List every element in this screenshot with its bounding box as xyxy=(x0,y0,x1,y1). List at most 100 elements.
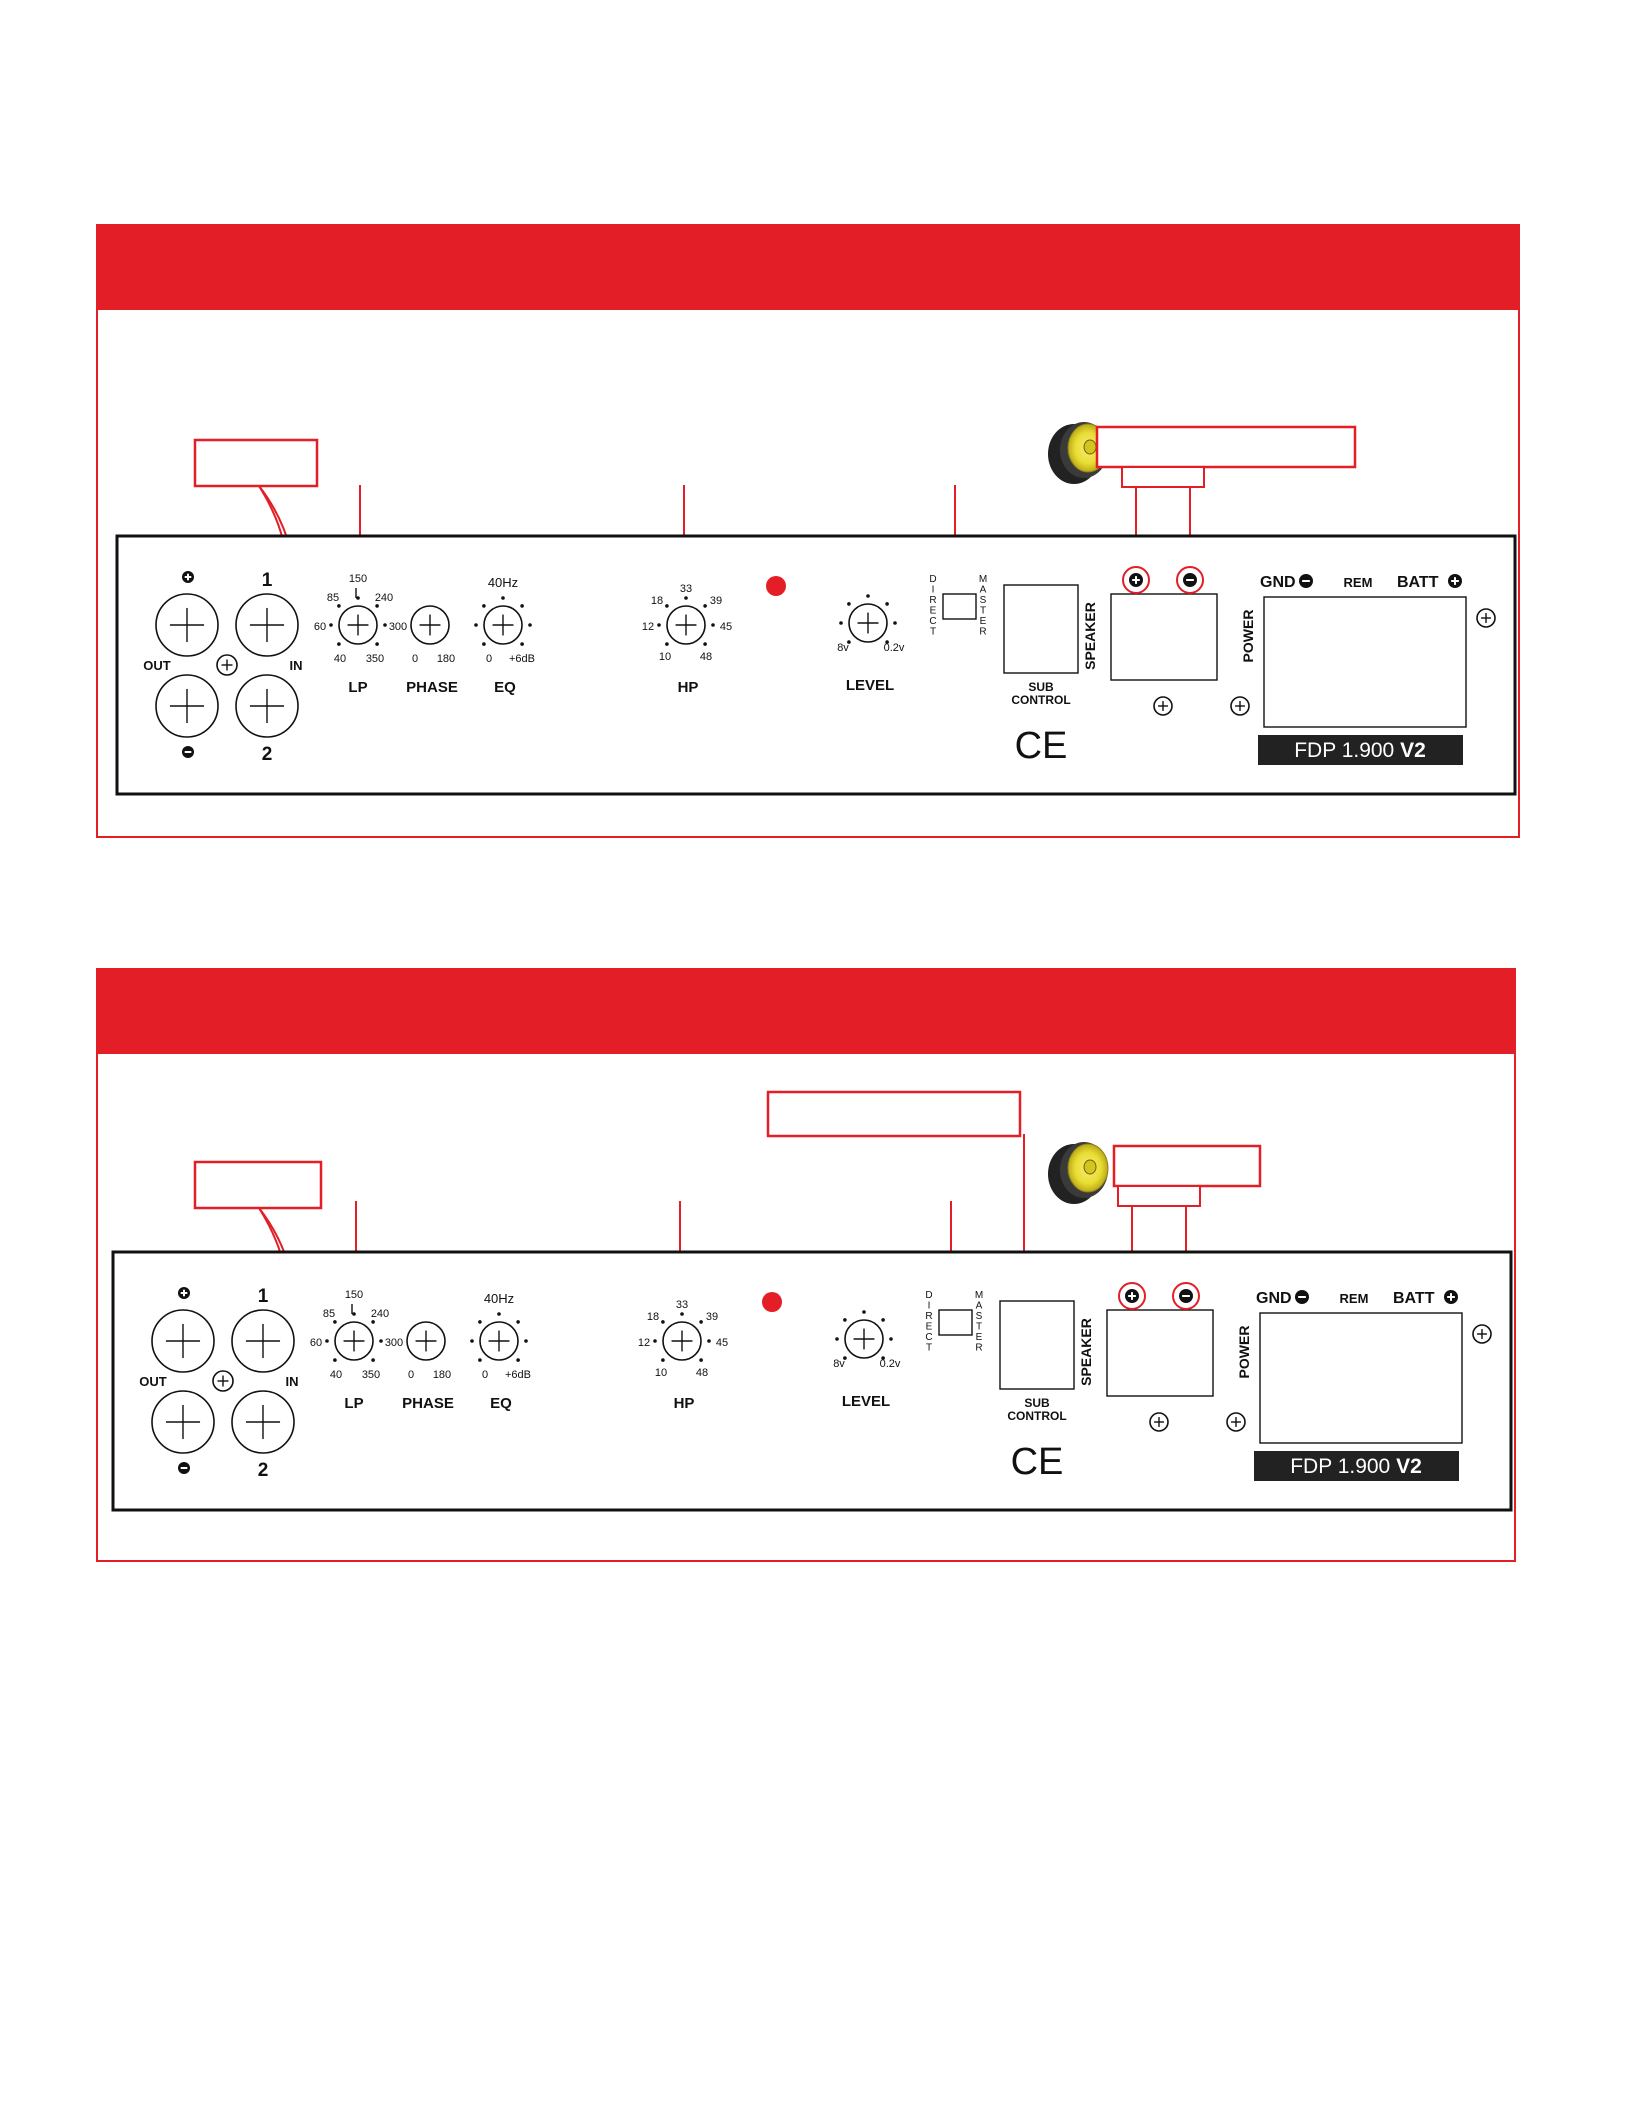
lp-tick-300: 300 xyxy=(385,1337,403,1349)
output-label: OUT xyxy=(139,1374,167,1389)
hp-scale-dot xyxy=(703,642,707,646)
eq-scale-dot xyxy=(482,642,486,646)
eq-label: EQ xyxy=(490,1395,512,1412)
hp-tick-18: 18 xyxy=(651,595,663,607)
power-led-indicator xyxy=(766,576,786,596)
lp-tick-150: 150 xyxy=(349,573,367,585)
phase-knob xyxy=(410,605,450,645)
hp-scale-dot xyxy=(684,596,688,600)
eq-scale-dot xyxy=(497,1312,501,1316)
hp-scale-dot xyxy=(703,604,707,608)
output-minus-terminal xyxy=(155,674,219,738)
lp-tick-350: 350 xyxy=(362,1369,380,1381)
phase-label: PHASE xyxy=(406,679,458,696)
level-scale-dot xyxy=(862,1310,866,1314)
eq-knob xyxy=(479,1321,519,1361)
switch-master-letter: S xyxy=(980,595,987,606)
hp-scale-dot xyxy=(657,623,661,627)
eq-scale-dot xyxy=(516,1358,520,1362)
input-label: IN xyxy=(290,658,303,673)
panel-screw-speaker xyxy=(1149,1412,1169,1432)
hp-tick-48: 48 xyxy=(700,651,712,663)
level-scale-dot xyxy=(843,1318,847,1322)
level-scale-dot xyxy=(866,594,870,598)
input-channel-1-label: 1 xyxy=(262,570,273,591)
lp-tick-40: 40 xyxy=(330,1369,342,1381)
power-terminal-label: POWER xyxy=(1240,610,1256,663)
switch-master-letter: A xyxy=(980,585,987,596)
speaker-dust-cap xyxy=(1083,1159,1097,1175)
lp-scale-dot xyxy=(325,1339,329,1343)
switch-direct-letter: I xyxy=(928,1301,931,1312)
hp-scale-dots xyxy=(657,596,715,646)
eq-scale-dot xyxy=(524,1339,528,1343)
lp-tick-85: 85 xyxy=(323,1308,335,1320)
lp-scale-dot xyxy=(371,1358,375,1362)
hp-scale-dot xyxy=(653,1339,657,1343)
speaker-terminal-block xyxy=(1110,593,1218,681)
panel-screw-middle xyxy=(1230,696,1250,716)
diagram-section-1 xyxy=(96,224,1520,838)
eq-scale-dot xyxy=(520,604,524,608)
power-terminal-block xyxy=(1263,596,1467,728)
hp-tick-45: 45 xyxy=(716,1337,728,1349)
eq-scale-dot xyxy=(482,604,486,608)
power-terminal-label: POWER xyxy=(1236,1326,1252,1379)
switch-master-letter: R xyxy=(975,1343,982,1354)
hp-scale-dot xyxy=(665,604,669,608)
input-channel-2-label: 2 xyxy=(262,744,273,765)
lp-tick-40: 40 xyxy=(334,653,346,665)
lp-scale-dot xyxy=(333,1358,337,1362)
level-scale-dot xyxy=(835,1337,839,1341)
speaker-minus-symbol xyxy=(1179,1289,1193,1303)
batt-plus-symbol xyxy=(1448,574,1462,588)
hp-scale-dot xyxy=(680,1312,684,1316)
lp-label: LP xyxy=(344,1395,363,1412)
lp-scale-dot xyxy=(375,604,379,608)
hp-tick-10: 10 xyxy=(655,1367,667,1379)
sub-control-callout-box xyxy=(766,1090,1022,1138)
switch-master-letter: E xyxy=(976,1332,983,1343)
eq-scale-dot xyxy=(470,1339,474,1343)
switch-direct-letter: R xyxy=(925,1311,932,1322)
switch-master-letter: S xyxy=(976,1311,983,1322)
output-plus-symbol xyxy=(182,571,194,583)
output-label: OUT xyxy=(143,658,171,673)
lp-scale-dots xyxy=(329,596,387,646)
eq-tick-6db: +6dB xyxy=(509,653,535,665)
input-channel-1-label: 1 xyxy=(258,1286,269,1307)
switch-master-letter: T xyxy=(980,606,986,617)
output-plus-symbol xyxy=(178,1287,190,1299)
model-name-prefix: FDP 1.900 xyxy=(1290,1455,1396,1478)
hp-scale-dot xyxy=(665,642,669,646)
eq-knob xyxy=(483,605,523,645)
panel-screw-middle xyxy=(1226,1412,1246,1432)
hp-scale-dot xyxy=(707,1339,711,1343)
switch-direct-letter: E xyxy=(930,606,937,617)
lp-scale-dot xyxy=(337,604,341,608)
panel-screw-speaker xyxy=(1153,696,1173,716)
lp-scale-dot xyxy=(337,642,341,646)
hp-scale-dot xyxy=(661,1358,665,1362)
eq-scale-dots xyxy=(470,1312,528,1362)
switch-master-letter: M xyxy=(979,574,987,585)
hp-tick-33: 33 xyxy=(680,583,692,595)
switch-master-letter: R xyxy=(979,627,986,638)
switch-direct-letter: D xyxy=(929,574,936,585)
phase-tick-180: 180 xyxy=(433,1369,451,1381)
input-callout-box xyxy=(193,1160,323,1210)
level-scale-dot xyxy=(885,640,889,644)
eq-scale-dot xyxy=(516,1320,520,1324)
power-terminal-block xyxy=(1259,1312,1463,1444)
switch-direct-letter: E xyxy=(926,1322,933,1333)
hp-tick-48: 48 xyxy=(696,1367,708,1379)
speaker-plus-symbol xyxy=(1129,573,1143,587)
eq-tick-0: 0 xyxy=(486,653,492,665)
lp-knob xyxy=(334,1321,374,1361)
section-2-header-bar xyxy=(98,970,1514,1054)
level-scale-dot xyxy=(889,1337,893,1341)
power-led-indicator xyxy=(762,1292,782,1312)
model-badge xyxy=(1254,1451,1459,1481)
